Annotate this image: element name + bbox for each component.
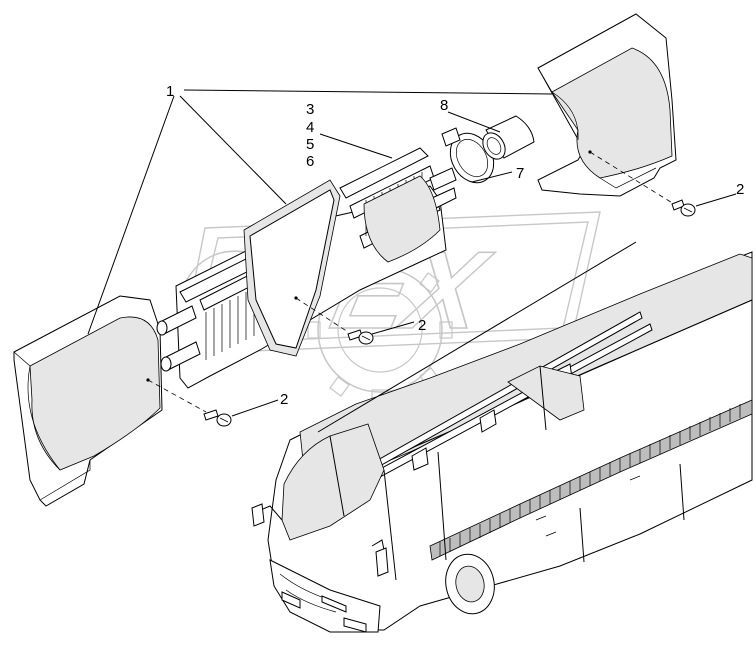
part-label-2-left: 2 xyxy=(280,391,288,408)
part-label-7: 7 xyxy=(516,165,524,182)
part-label-5: 5 xyxy=(306,136,314,153)
assembly-dash-lines xyxy=(147,151,675,413)
part-label-6: 6 xyxy=(306,153,314,170)
part-label-1: 1 xyxy=(166,83,174,100)
part-label-8: 8 xyxy=(440,97,448,114)
part-label-2-center: 2 xyxy=(418,317,426,334)
left-end-cover xyxy=(13,295,163,507)
part-labels: 1 3 4 5 6 8 7 2 2 2 xyxy=(166,83,744,408)
screw-left xyxy=(203,409,232,427)
screw-right xyxy=(671,199,696,217)
hose-pipe xyxy=(482,115,535,160)
part-label-4: 4 xyxy=(306,119,314,136)
right-end-cover xyxy=(537,13,677,197)
heat-exchanger-unit xyxy=(156,147,457,389)
part-label-3: 3 xyxy=(306,101,314,118)
part-label-2-right: 2 xyxy=(736,181,744,198)
leader-lines xyxy=(87,89,737,417)
bus-illustration xyxy=(251,241,753,633)
screw-center xyxy=(347,329,374,345)
